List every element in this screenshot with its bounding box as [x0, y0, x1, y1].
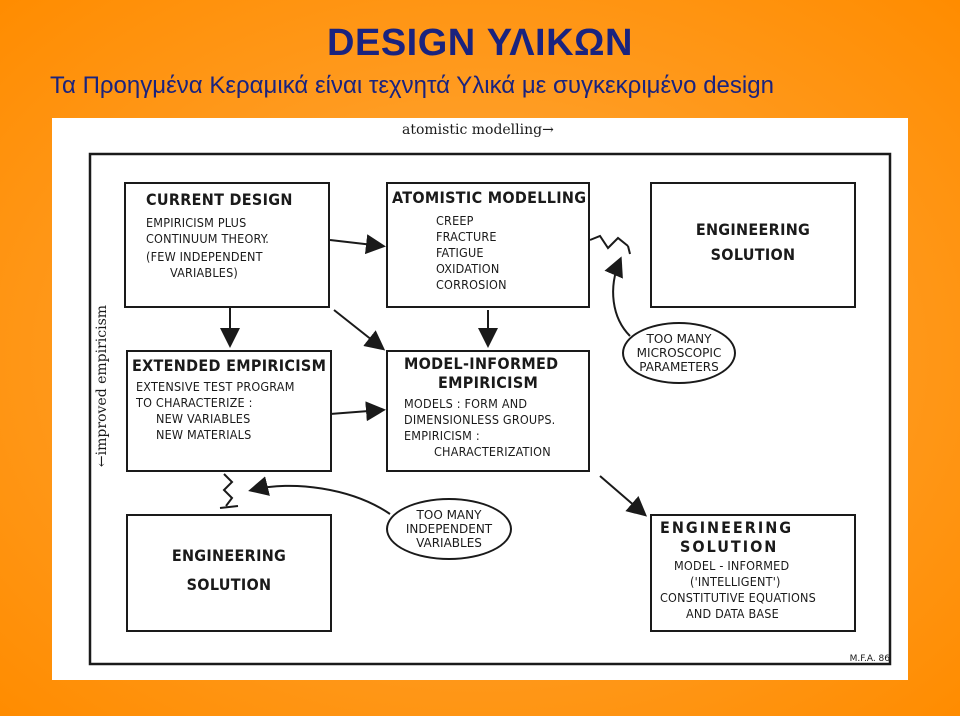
model-heading1: MODEL-INFORMED: [404, 354, 559, 373]
oval-independent-line: VARIABLES: [416, 536, 482, 550]
outer-frame: [88, 152, 892, 666]
label-improved-empiricism: ←improved empiricism: [94, 304, 110, 468]
arrow-current-to-atomistic: [329, 234, 386, 255]
model-line: MODELS : FORM AND: [404, 396, 528, 411]
broken-arrow-left: [222, 473, 234, 507]
slide-title: DESIGN ΥΛΙΚΩΝ: [327, 22, 633, 64]
box-engineering-solution-bottom-left: ENGINEERING SOLUTION: [126, 514, 332, 632]
oval-too-many-independent-variables: TOO MANY INDEPENDENT VARIABLES: [386, 498, 512, 560]
extended-line: EXTENSIVE TEST PROGRAM: [136, 379, 295, 394]
model-heading2: EMPIRICISM: [438, 373, 539, 392]
box-model-informed-empiricism: MODEL-INFORMED EMPIRICISM MODELS : FORM …: [386, 350, 590, 472]
engineering-br-heading2: SOLUTION: [680, 537, 779, 556]
oval-microscopic-line: TOO MANY: [646, 332, 712, 346]
arrow-current-to-model: [333, 309, 386, 351]
diagram-connectors: [88, 152, 892, 666]
box-engineering-solution-top: ENGINEERING SOLUTION: [650, 182, 856, 308]
atomistic-line: OXIDATION: [436, 261, 500, 276]
current-design-line: (FEW INDEPENDENT: [146, 249, 263, 264]
current-design-heading: CURRENT DESIGN: [146, 190, 293, 209]
arrow-extended-to-model: [329, 401, 386, 422]
current-design-line: CONTINUUM THEORY.: [146, 231, 270, 246]
current-design-line: EMPIRICISM PLUS: [146, 215, 247, 230]
model-line: DIMENSIONLESS GROUPS.: [404, 412, 556, 427]
engineering-br-heading1: ENGINEERING: [660, 518, 794, 537]
atomistic-heading: ATOMISTIC MODELLING: [392, 188, 587, 207]
atomistic-line: FRACTURE: [436, 229, 497, 244]
signature: M.F.A. 86: [849, 654, 890, 664]
oval-too-many-microscopic-parameters: TOO MANY MICROSCOPIC PARAMETERS: [622, 322, 736, 384]
engineering-top-line1: ENGINEERING: [695, 220, 811, 239]
engineering-br-line: CONSTITUTIVE EQUATIONS: [660, 590, 816, 605]
box-atomistic-modelling: ATOMISTIC MODELLING CREEP FRACTURE FATIG…: [386, 182, 590, 308]
box-extended-empiricism: EXTENDED EMPIRICISM EXTENSIVE TEST PROGR…: [126, 350, 332, 472]
box-engineering-solution-bottom-right: ENGINEERING SOLUTION MODEL - INFORMED ('…: [650, 514, 856, 632]
engineering-bl-line1: ENGINEERING: [171, 546, 287, 565]
oval-microscopic-line: PARAMETERS: [639, 360, 719, 374]
box-current-design: CURRENT DESIGN EMPIRICISM PLUS CONTINUUM…: [124, 182, 330, 308]
extended-line: NEW VARIABLES: [156, 411, 251, 426]
model-line: CHARACTERIZATION: [434, 444, 551, 459]
engineering-top-line2: SOLUTION: [710, 245, 796, 264]
current-design-line: VARIABLES): [170, 265, 239, 280]
arrow-model-to-engineering: [599, 475, 648, 517]
model-line: EMPIRICISM :: [404, 428, 480, 443]
arrow-microscopic: [604, 256, 631, 337]
atomistic-line: FATIGUE: [436, 245, 484, 260]
atomistic-line: CORROSION: [436, 277, 507, 292]
oval-independent-line: INDEPENDENT: [405, 522, 493, 536]
broken-arrow-top: [589, 234, 629, 250]
engineering-br-line: ('INTELLIGENT'): [690, 574, 781, 589]
label-atomistic-modelling: atomistic modelling→: [402, 122, 554, 138]
engineering-br-line: MODEL - INFORMED: [674, 558, 790, 573]
arrow-independent: [248, 476, 391, 515]
diagram-figure: atomistic modelling→ ←improved empiricis…: [52, 118, 908, 680]
extended-heading: EXTENDED EMPIRICISM: [132, 356, 327, 375]
extended-line: NEW MATERIALS: [156, 427, 252, 442]
atomistic-line: CREEP: [436, 213, 474, 228]
oval-microscopic-line: MICROSCOPIC: [636, 346, 722, 360]
engineering-br-line: AND DATA BASE: [686, 606, 779, 621]
oval-independent-line: TOO MANY: [416, 508, 482, 522]
engineering-bl-line2: SOLUTION: [186, 575, 272, 594]
extended-line: TO CHARACTERIZE :: [136, 395, 253, 410]
slide-subtitle: Τα Προηγμένα Κεραμικά είναι τεχνητά Υλικ…: [50, 72, 774, 99]
